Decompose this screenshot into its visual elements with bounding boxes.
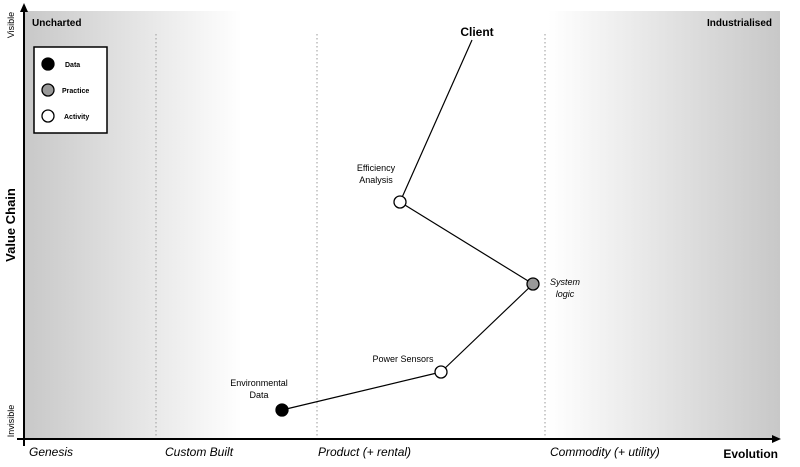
legend-data-icon [41,57,55,71]
label-environmental-data-line2: Data [249,390,268,400]
stage-label-genesis: Genesis [29,445,73,459]
label-power-sensors: Power Sensors [372,354,434,364]
link-client-efficiency [399,39,473,203]
legend-activity-icon [41,109,55,123]
label-system-logic-line2: logic [556,289,575,299]
node-environmental-data[interactable] [275,403,289,417]
link-efficiency-system [399,201,534,285]
stage-label-commodity: Commodity (+ utility) [550,445,660,459]
legend-label-practice: Practice [62,88,89,95]
label-system-logic-line1: System [550,277,581,287]
corner-label-industrialised: Industrialised [707,18,772,29]
stage-label-custom-built: Custom Built [165,445,234,459]
y-axis-invisible-label: Invisible [6,405,16,438]
stage-label-product: Product (+ rental) [318,445,411,459]
y-axis-visible-label: Visible [6,12,16,38]
y-axis-label: Value Chain [3,188,18,262]
background-right-shading [548,11,780,439]
label-environmental-data-line1: Environmental [230,378,288,388]
node-power-sensors[interactable] [434,365,448,379]
y-axis-arrow [20,3,28,12]
label-efficiency-analysis-line1: Efficiency [357,163,396,173]
corner-label-uncharted: Uncharted [32,18,81,29]
legend-label-activity: Activity [64,114,89,121]
x-axis-arrow [772,435,781,443]
node-system-logic[interactable] [526,277,540,291]
legend-label-data: Data [65,62,80,69]
link-power-environmental [281,371,442,411]
node-efficiency-analysis[interactable] [393,195,407,209]
legend-practice-icon [41,83,55,97]
x-axis-label: Evolution [723,447,778,461]
label-efficiency-analysis-line2: Analysis [359,175,393,185]
legend: Data Practice Activity [33,46,108,134]
anchor-client: Client [460,25,493,39]
link-system-power [440,283,534,373]
